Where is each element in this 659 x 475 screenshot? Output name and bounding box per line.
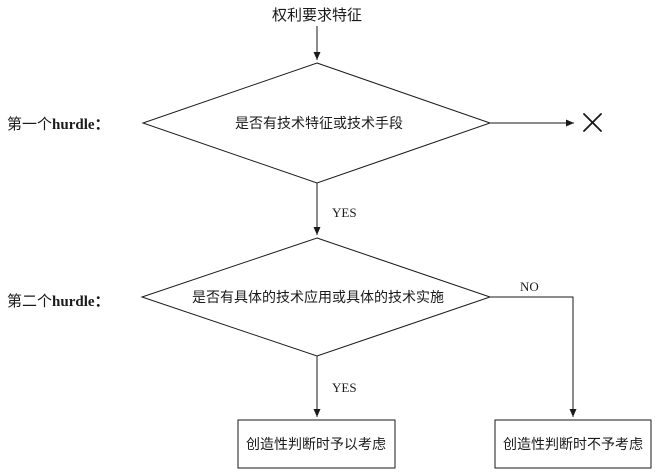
decision2-yes-label: YES: [332, 380, 357, 395]
reject-x-icon: [583, 113, 602, 132]
result-not-considered-box: [494, 419, 652, 469]
decision2-no-label: NO: [520, 279, 539, 294]
decision2-text: 是否有具体的技术应用或具体的技术实施: [192, 289, 444, 306]
decision1-yes-label: YES: [332, 205, 357, 220]
result-considered-box: [237, 419, 396, 469]
hurdle2-label: 第二个hurdle：: [7, 292, 110, 310]
result-not-considered-text: 创造性判断时不予考虑: [503, 437, 643, 453]
hurdle1-label: 第一个hurdle：: [7, 115, 110, 133]
decision1-text: 是否有技术特征或技术手段: [235, 116, 403, 132]
start-label: 权利要求特征: [272, 7, 362, 24]
result-considered-text: 创造性判断时予以考虑: [246, 437, 386, 453]
arrow-decision2-no-to-box: [490, 296, 577, 417]
